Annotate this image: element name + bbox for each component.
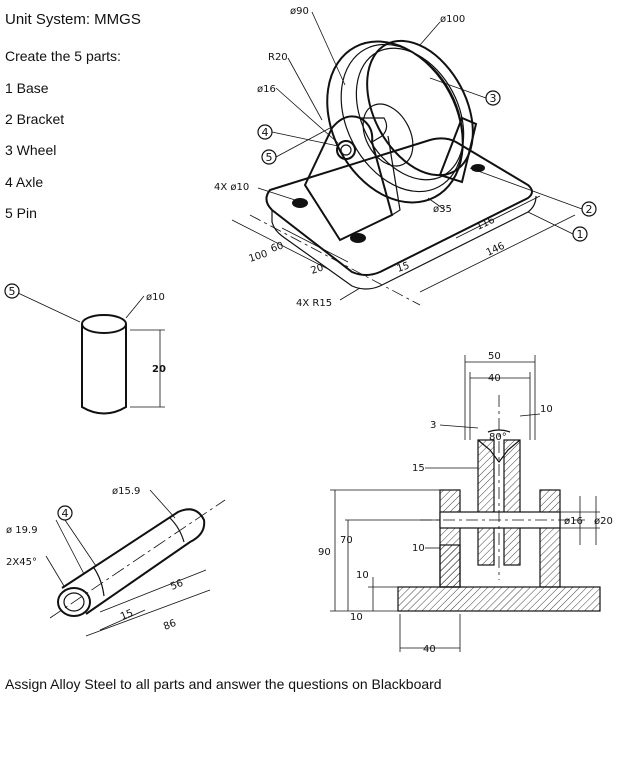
dim-146: 146 (485, 241, 507, 259)
pin-callout: 5 (9, 285, 16, 298)
section-dim-50: 50 (488, 351, 501, 362)
axle-dim-86: 86 (162, 618, 178, 633)
assembly-callouts (257, 77, 597, 242)
axle-shape (45, 489, 226, 637)
pin-dim-d10: ø10 (146, 292, 165, 303)
section-dim-10-top: 10 (540, 404, 553, 415)
axle-dim-15: 15 (119, 608, 135, 623)
axle-dim-d199: ø 19.9 (6, 525, 38, 536)
dim-r15: 4X R15 (296, 298, 332, 309)
section-dim-d16: ø16 (564, 516, 583, 527)
base-plate-shape (249, 137, 537, 306)
callout-5: 5 (266, 151, 273, 164)
dim-d90: ø90 (290, 6, 309, 17)
axle-end-shape (336, 140, 356, 160)
callout-1: 1 (577, 228, 584, 241)
part-item-wheel: 3 Wheel (5, 142, 57, 158)
unit-system-label: Unit System: MMGS (5, 11, 141, 28)
dim-100: 100 (248, 248, 270, 264)
dim-60: 60 (270, 240, 286, 254)
callout-3: 3 (490, 92, 497, 105)
pin-shape (4, 283, 165, 415)
axle-dim-d159: ø15.9 (112, 486, 140, 497)
callout-4: 4 (262, 126, 269, 139)
section-dim-10-b: 10 (350, 612, 363, 623)
section-dim-3: 3 (430, 420, 436, 431)
dim-holes: 4X ø10 (214, 182, 249, 193)
axle-callout: 4 (62, 507, 69, 520)
dim-d16: ø16 (257, 84, 276, 95)
section-view-shape (330, 355, 601, 652)
axle-dim-56: 56 (169, 578, 185, 593)
section-dim-90: 90 (318, 547, 331, 558)
dim-d35: ø35 (433, 204, 452, 215)
section-dim-d20: ø20 (594, 516, 613, 527)
dim-d100: ø100 (440, 14, 465, 25)
section-dim-70: 70 (340, 535, 353, 546)
section-dim-10-a: 10 (356, 570, 369, 581)
dim-r20: R20 (268, 52, 288, 63)
part-item-axle: 4 Axle (5, 174, 44, 190)
part-item-bracket: 2 Bracket (5, 111, 65, 127)
dim-15: 15 (396, 260, 412, 274)
section-dim-angle: 80° (489, 432, 507, 443)
assembly-dimension-lines (231, 11, 576, 301)
section-dim-40: 40 (488, 373, 501, 384)
callout-2: 2 (586, 203, 593, 216)
create-parts-heading: Create the 5 parts: (5, 48, 121, 64)
part-item-base: 1 Base (5, 80, 49, 96)
section-dim-10-mid: 10 (412, 543, 425, 554)
part-item-pin: 5 Pin (5, 205, 37, 221)
dim-20: 20 (310, 262, 326, 276)
section-dim-40-bottom: 40 (423, 644, 436, 655)
section-dim-15: 15 (412, 463, 425, 474)
pin-dim-length: 20 (152, 364, 166, 375)
axle-dim-chamfer: 2X45° (6, 557, 37, 568)
wheel-shape (326, 39, 474, 204)
footer-instruction: Assign Alloy Steel to all parts and answ… (5, 676, 442, 692)
